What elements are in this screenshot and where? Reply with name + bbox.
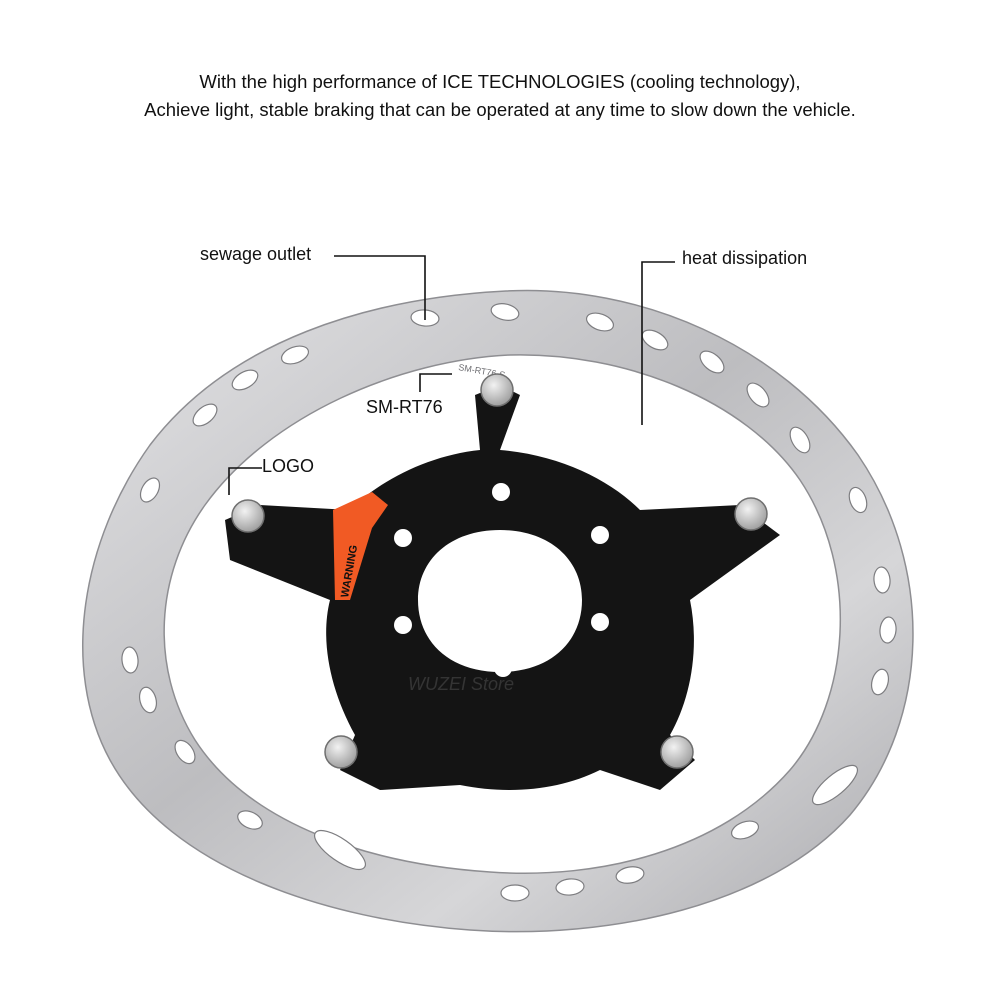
rivets	[231, 373, 768, 769]
rotor: SM-RT76-S	[82, 289, 914, 933]
model-leader	[419, 373, 452, 392]
cooling-slots	[121, 303, 897, 902]
sewage-outlet-leader	[334, 255, 426, 320]
description-line-1: With the high performance of ICE TECHNOL…	[199, 71, 801, 92]
store-watermark: WUZEI Store	[408, 674, 514, 694]
logo-leader	[228, 467, 262, 495]
spider-carrier: WARNING WUZEI Store	[225, 385, 780, 790]
product-description: With the high performance of ICE TECHNOL…	[0, 68, 1000, 124]
callout-logo: LOGO	[262, 456, 315, 476]
carrier-body	[225, 385, 780, 790]
rotor-braking-surface	[82, 289, 914, 933]
heat-dissipation-leader	[641, 261, 675, 425]
callout-sewage-outlet: sewage outlet	[200, 244, 312, 264]
mounting-holes	[394, 483, 609, 677]
callout-heat-dissipation: heat dissipation	[682, 248, 808, 268]
callout-model: SM-RT76	[366, 397, 443, 417]
description-line-2: Achieve light, stable braking that can b…	[144, 99, 856, 120]
callout-leaders	[228, 255, 675, 495]
